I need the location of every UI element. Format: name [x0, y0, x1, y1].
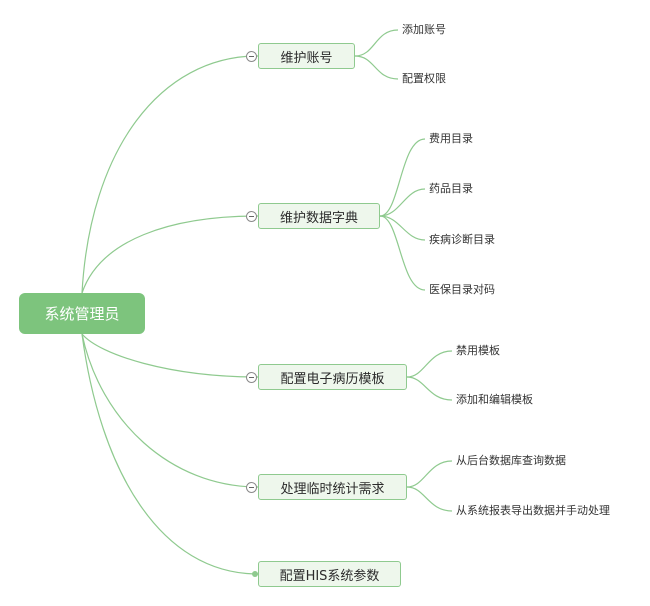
end-dot-icon — [252, 571, 258, 577]
branch-node-2[interactable]: 配置电子病历模板 — [258, 364, 407, 390]
branch-label: 维护数据字典 — [279, 210, 358, 226]
branch-node-1[interactable]: 维护数据字典 — [258, 203, 380, 229]
branch-node-3[interactable]: 处理临时统计需求 — [258, 474, 407, 500]
leaf-node[interactable]: 禁用模板 — [456, 344, 500, 357]
leaf-node[interactable]: 添加和编辑模板 — [456, 393, 533, 406]
leaf-node[interactable]: 费用目录 — [429, 132, 473, 145]
leaf-node[interactable]: 从后台数据库查询数据 — [456, 454, 566, 467]
leaf-node[interactable]: 配置权限 — [402, 72, 446, 85]
leaf-node[interactable]: 医保目录对码 — [429, 283, 495, 296]
leaf-node[interactable]: 疾病诊断目录 — [429, 233, 495, 246]
connector-root-b4 — [81, 333, 259, 575]
connector-root-b2 — [81, 333, 259, 378]
connector-root-b0 — [81, 55, 259, 294]
connector-root-b1 — [81, 215, 259, 294]
leaf-node[interactable]: 从系统报表导出数据并手动处理 — [456, 504, 610, 517]
root-node[interactable]: 系统管理员 — [19, 293, 145, 334]
leaf-node[interactable]: 药品目录 — [429, 182, 473, 195]
branch-node-0[interactable]: 维护账号 — [258, 43, 355, 69]
connector-root-b3 — [81, 333, 259, 488]
collapse-minus-icon[interactable] — [246, 211, 257, 222]
branch-label: 维护账号 — [280, 50, 333, 66]
branch-label: 处理临时统计需求 — [280, 481, 385, 497]
branch-label: 配置HIS系统参数 — [279, 568, 380, 584]
branch-node-4[interactable]: 配置HIS系统参数 — [258, 561, 401, 587]
collapse-minus-icon[interactable] — [246, 372, 257, 383]
collapse-minus-icon[interactable] — [246, 482, 257, 493]
branch-label: 配置电子病历模板 — [280, 371, 385, 387]
collapse-minus-icon[interactable] — [246, 51, 257, 62]
root-label: 系统管理员 — [44, 305, 120, 323]
leaf-node[interactable]: 添加账号 — [402, 23, 446, 36]
